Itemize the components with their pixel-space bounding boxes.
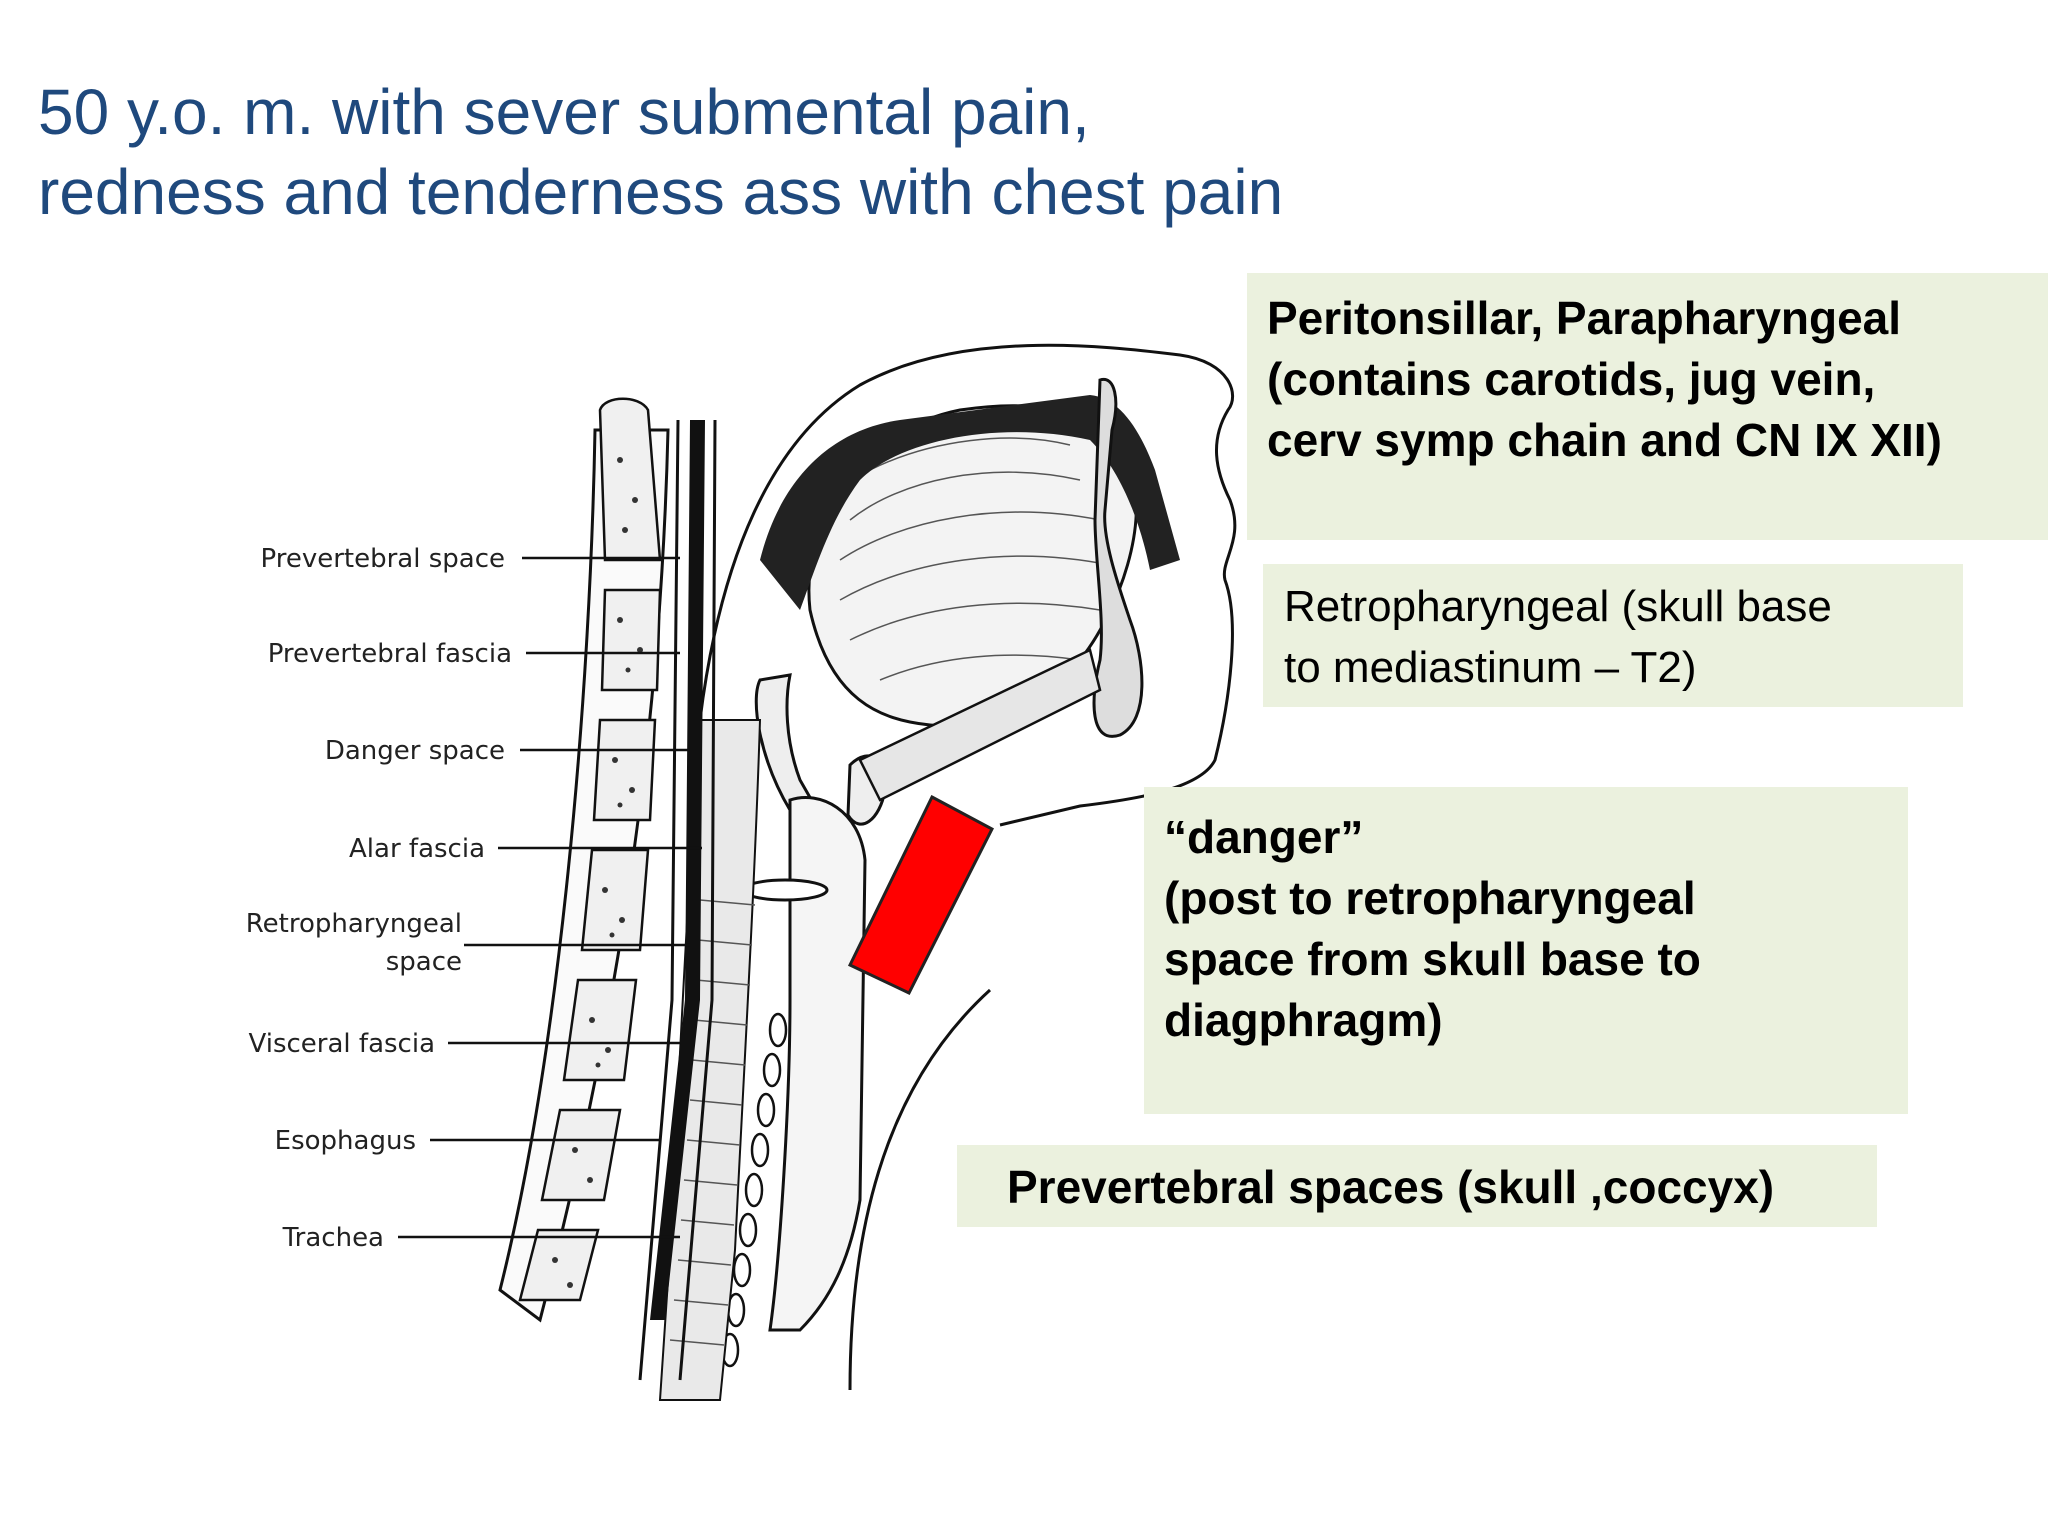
peritonsillar-box: Peritonsillar, Parapharyngeal (contains … — [1247, 273, 2048, 540]
peritonsillar-line-2: (contains carotids, jug vein, — [1267, 353, 1876, 405]
soft-palate — [760, 395, 1180, 610]
leader-lines — [398, 556, 702, 1239]
vertebrae — [518, 397, 662, 1302]
mandible — [1092, 377, 1144, 738]
danger-line-1: “danger” — [1164, 811, 1364, 863]
label-alar-fascia: Alar fascia — [349, 834, 485, 864]
peritonsillar-line-3: cerv symp chain and CN IX XII) — [1267, 414, 1942, 466]
retropharyngeal-box: Retropharyngeal (skull base to mediastin… — [1263, 564, 1963, 707]
alar-fascia — [678, 419, 717, 1381]
esophagus-striations — [669, 899, 756, 1346]
red-danger-marker — [847, 794, 995, 995]
vocal-fold — [741, 878, 829, 902]
prevertebral-fascia — [638, 419, 680, 1381]
trachea-rings — [720, 1012, 788, 1368]
label-esophagus: Esophagus — [275, 1126, 416, 1156]
larynx — [768, 796, 867, 1332]
danger-line-2: (post to retropharyngeal — [1164, 872, 1696, 924]
vertebra-texture — [552, 457, 643, 1288]
title-line-2: redness and tenderness ass with chest pa… — [38, 156, 1284, 228]
label-prevertebral-fascia: Prevertebral fascia — [268, 639, 512, 669]
title-line-1: 50 y.o. m. with sever submental pain, — [38, 76, 1090, 148]
anterior-neck-line — [848, 988, 992, 1391]
label-trachea: Trachea — [282, 1223, 384, 1253]
slide-title: 50 y.o. m. with sever submental pain, re… — [38, 72, 1538, 232]
retropharyngeal-line-2: to mediastinum – T2) — [1284, 643, 1697, 692]
prevertebral-text: Prevertebral spaces (skull ,coccyx) — [1007, 1161, 1775, 1213]
tongue-hatching — [839, 437, 1111, 681]
danger-line-4: diagphragm) — [1164, 994, 1443, 1046]
retropharyngeal-line-1: Retropharyngeal (skull base — [1284, 582, 1832, 631]
peritonsillar-line-1: Peritonsillar, Parapharyngeal — [1267, 292, 1902, 344]
label-prevertebral-space: Prevertebral space — [261, 544, 506, 574]
neck-outline — [698, 343, 1237, 827]
prevertebral-box: Prevertebral spaces (skull ,coccyx) — [957, 1145, 1877, 1227]
label-danger-space: Danger space — [325, 736, 505, 766]
danger-space-band — [650, 420, 705, 1320]
label-retropharyngeal: Retropharyngeal — [246, 909, 462, 939]
label-visceral-fascia: Visceral fascia — [249, 1029, 435, 1059]
label-retropharyngeal-space: space — [386, 947, 462, 977]
hyoid-muscle — [858, 648, 1102, 802]
danger-line-3: space from skull base to — [1164, 933, 1701, 985]
danger-box: “danger” (post to retropharyngeal space … — [1144, 787, 1908, 1114]
